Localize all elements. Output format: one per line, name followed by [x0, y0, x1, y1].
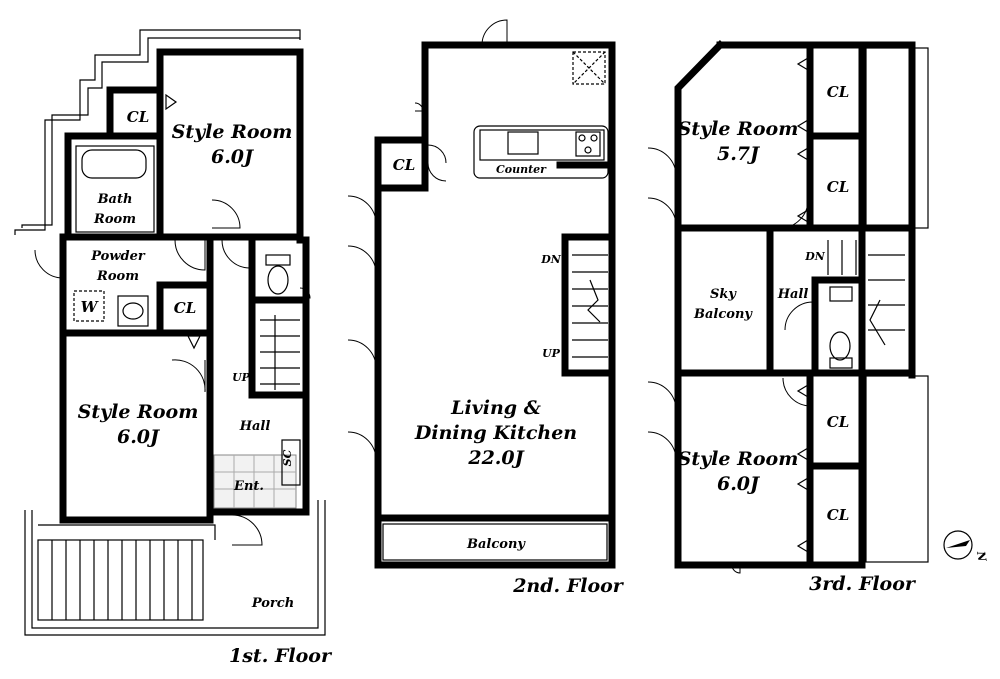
shoe-closet — [281, 439, 301, 486]
f2-ldk-size: 22.0J — [467, 447, 525, 469]
toilet-tank — [265, 254, 291, 266]
f1-site-outline-inner — [21, 37, 300, 228]
f3-floor-label: 3rd. Floor — [809, 573, 917, 595]
f3-style-room-top-name: Style Room — [678, 118, 799, 140]
f3-hand-basin — [829, 286, 853, 302]
f2-floor-label: 2nd. Floor — [512, 575, 625, 597]
f1-style-room-top-size: 6.0J — [211, 146, 255, 168]
f2-ldk-line1: Living & — [450, 397, 541, 419]
f3-cl-1: CL — [827, 83, 850, 101]
f1-cl-top: CL — [127, 108, 150, 126]
f1-style-room-bottom-size: 6.0J — [117, 426, 161, 448]
second-floor-plan — [347, 19, 616, 569]
third-floor-plan: N — [647, 40, 989, 574]
washbasin-bowl — [122, 302, 144, 320]
burner-3 — [584, 146, 592, 154]
f2-cl: CL — [393, 156, 416, 174]
f3-outer-wall — [716, 41, 916, 379]
washer-space — [73, 290, 105, 322]
f3-outer-left — [674, 40, 866, 569]
f3-cl-2: CL — [827, 178, 850, 196]
second-floor-labels: CL Counter DN UP Living & Dining Kitchen… — [393, 156, 625, 597]
f3-style-room-bottom-name: Style Room — [678, 448, 799, 470]
f2-balcony: Balcony — [466, 537, 526, 552]
f1-wall-left — [59, 48, 214, 524]
f3-void-bottom — [865, 375, 929, 563]
f1-sc: SC — [281, 449, 294, 466]
f1-up: UP — [232, 371, 251, 384]
f3-void-top — [865, 47, 929, 229]
f3-stairs — [827, 240, 905, 346]
f1-doors — [34, 93, 311, 546]
burner-1 — [578, 134, 586, 142]
f3-style-room-bottom-size: 6.0J — [717, 473, 761, 495]
f1-stairs — [260, 315, 300, 390]
washbasin — [117, 295, 149, 327]
compass: N — [943, 530, 989, 563]
f3-cl-3: CL — [827, 413, 850, 431]
bathtub-basin — [81, 149, 147, 179]
f3-sky-line2: Balcony — [693, 307, 753, 322]
f2-doors — [347, 19, 508, 461]
first-floor-labels: Style Room 6.0J CL Bath Room Powder Room… — [78, 108, 333, 667]
f1-bath-line1: Bath — [97, 192, 133, 207]
f1-porch: Porch — [251, 596, 294, 611]
f1-hall: Hall — [239, 419, 271, 434]
f2-up: UP — [542, 347, 561, 360]
toilet-bowl — [267, 265, 289, 295]
f1-floor-label: 1st. Floor — [229, 645, 333, 667]
f2-stairs — [572, 254, 608, 358]
f1-powder-line2: Room — [96, 269, 139, 284]
f2-dn: DN — [540, 253, 562, 266]
f1-style-room-top-name: Style Room — [172, 121, 293, 143]
f1-bath-line2: Room — [93, 212, 136, 227]
bathtub — [75, 145, 155, 233]
f1-powder-line1: Powder — [90, 249, 146, 264]
kitchen-counter — [473, 125, 609, 179]
f3-style-room-top-size: 5.7J — [717, 143, 761, 165]
f1-entrance: Ent. — [233, 479, 264, 494]
porch — [24, 500, 326, 636]
f3-cl-4: CL — [827, 506, 850, 524]
f3-dn: DN — [804, 250, 826, 263]
f3-doors — [647, 56, 814, 574]
fridge-space — [572, 51, 606, 85]
f1-washer-label: W — [81, 298, 100, 316]
f2-counter: Counter — [496, 163, 547, 176]
f1-style-room-bottom-name: Style Room — [78, 401, 199, 423]
counter-top — [479, 129, 605, 161]
f3-sky-line1: Sky — [710, 287, 737, 302]
first-floor-plan — [14, 29, 326, 636]
f2-ldk-line2: Dining Kitchen — [414, 422, 577, 444]
f2-balcony-floor — [382, 523, 608, 561]
f1-site-outline — [14, 29, 301, 235]
third-floor-labels: Style Room 5.7J CL CL Sky Balcony Hall D… — [678, 83, 917, 595]
f3-toilet-tank — [829, 357, 853, 369]
compass-n-label: N — [974, 549, 989, 563]
f3-hall: Hall — [777, 287, 809, 302]
f2-outer-wall — [374, 41, 616, 569]
stove — [575, 131, 601, 157]
f3-toilet-bowl — [829, 331, 851, 361]
burner-2 — [590, 134, 598, 142]
kitchen-sink — [507, 131, 539, 155]
f1-cl-mid: CL — [174, 299, 197, 317]
